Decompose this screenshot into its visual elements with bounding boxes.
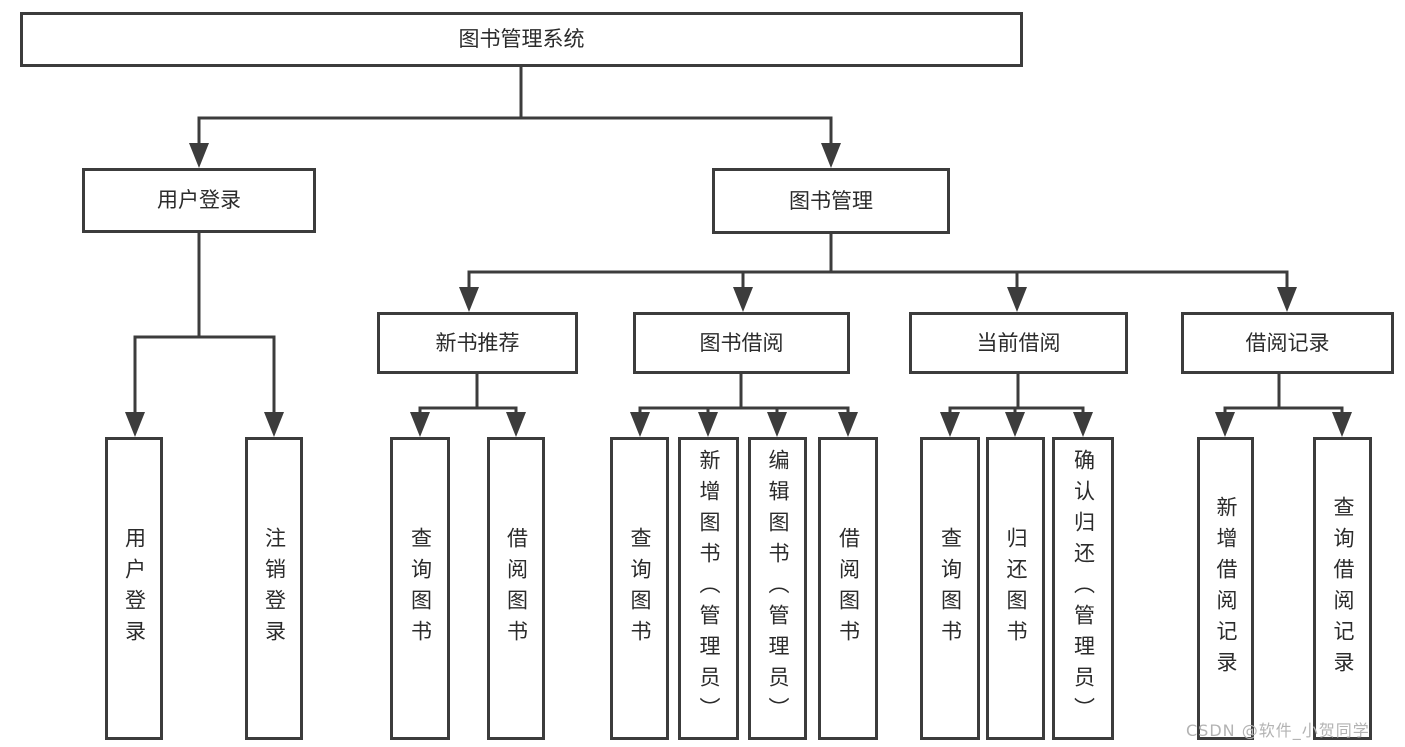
node-query-books-recommend: 查询图书 [390,437,450,740]
node-query-books-current: 查询图书 [920,437,980,740]
node-logout: 注销登录 [245,437,303,740]
node-query-books-borrowing: 查询图书 [610,437,669,740]
node-query-borrow-record: 查询借阅记录 [1313,437,1372,740]
node-add-borrow-record: 新增借阅记录 [1197,437,1254,740]
node-user-login-leaf: 用户登录 [105,437,163,740]
node-book-management: 图书管理 [712,168,950,234]
node-borrow-books-recommend: 借阅图书 [487,437,545,740]
node-user-login: 用户登录 [82,168,316,233]
node-current-borrowing: 当前借阅 [909,312,1128,374]
node-book-borrowing: 图书借阅 [633,312,850,374]
node-library-management-system: 图书管理系统 [20,12,1023,67]
node-add-book-admin: 新增图书（管理员） [678,437,739,740]
node-edit-book-admin: 编辑图书（管理员） [748,437,807,740]
node-borrowing-records: 借阅记录 [1181,312,1394,374]
node-new-book-recommendation: 新书推荐 [377,312,578,374]
watermark: CSDN @软件_小贺同学 [1186,721,1370,740]
node-confirm-return-admin: 确认归还（管理员） [1052,437,1114,740]
node-return-books: 归还图书 [986,437,1045,740]
node-borrow-books-borrowing: 借阅图书 [818,437,878,740]
